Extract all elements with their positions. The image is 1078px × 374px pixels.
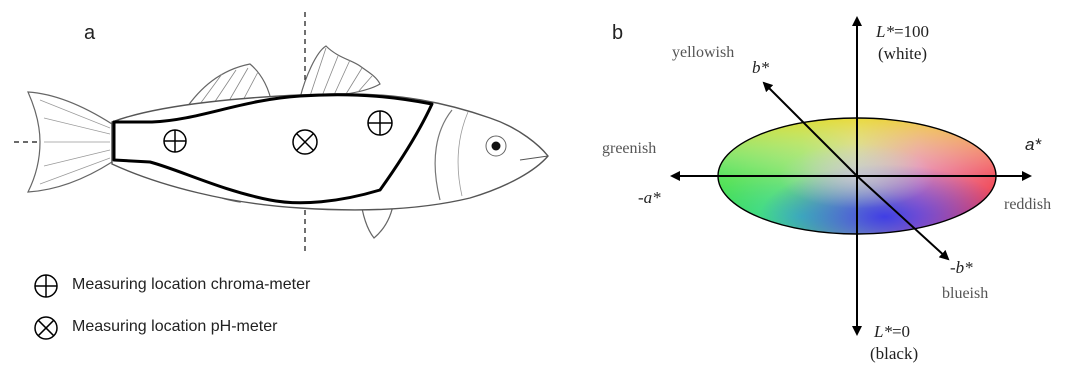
panel-a-fish-diagram: a xyxy=(0,0,560,374)
reddish-label: reddish xyxy=(1004,196,1051,214)
chroma-location-1 xyxy=(164,130,186,152)
yellowish-label: yellowish xyxy=(672,44,734,62)
circle-plus-icon xyxy=(35,275,57,297)
cielab-space xyxy=(560,0,1078,374)
b-negative-label: -b* xyxy=(950,258,973,278)
panel-b-cielab-diagram: b xyxy=(560,0,1078,374)
circle-cross-icon xyxy=(35,317,57,339)
legend-chroma-label: Measuring location chroma-meter xyxy=(72,276,310,294)
chroma-location-2 xyxy=(368,111,392,135)
a-negative-label: -a* xyxy=(638,188,661,208)
blueish-label: blueish xyxy=(942,285,988,303)
l-top-label: L*=100 xyxy=(876,22,929,42)
l-bottom-label: L*=0 xyxy=(874,322,910,342)
b-positive-label: b* xyxy=(752,58,769,78)
greenish-label: greenish xyxy=(602,140,656,158)
a-positive-label: a* xyxy=(1025,135,1041,155)
l-bottom-desc: (black) xyxy=(870,344,918,364)
l-top-desc: (white) xyxy=(878,44,927,64)
eye-pupil xyxy=(492,142,501,151)
legend-ph-label: Measuring location pH-meter xyxy=(72,318,277,336)
